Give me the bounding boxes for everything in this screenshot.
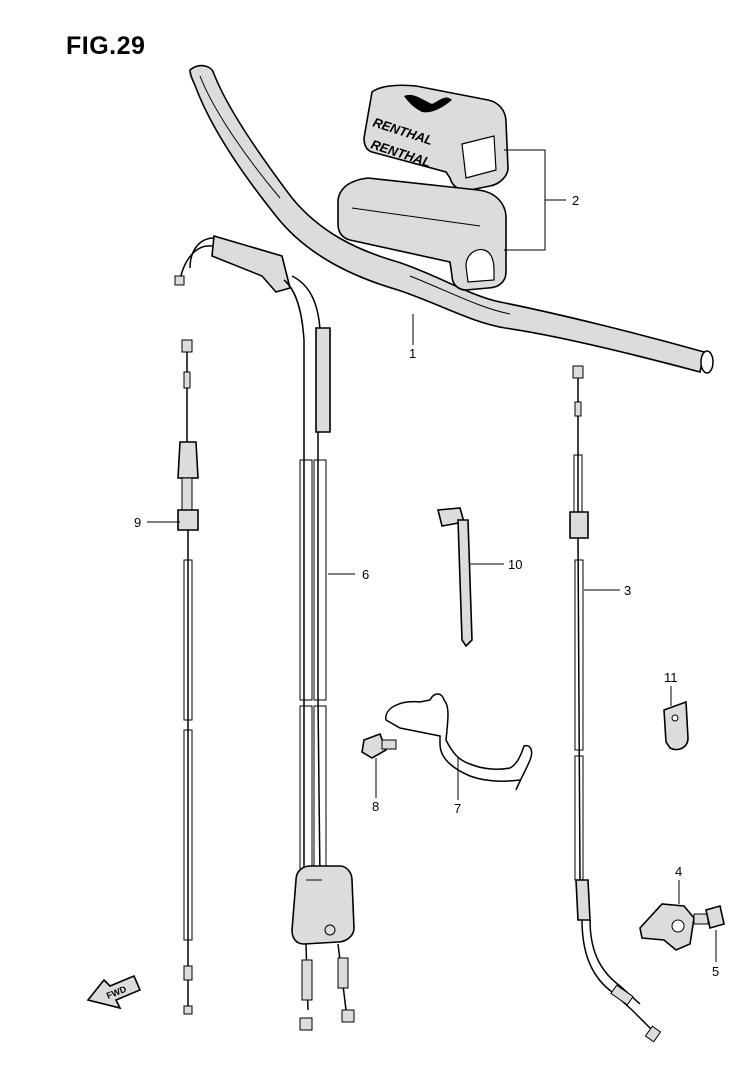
forward-arrow: FWD [86, 974, 142, 1010]
callout-11: 11 [664, 670, 678, 685]
handlebar-pad-foam[interactable] [337, 177, 507, 291]
leader-lines [147, 149, 717, 962]
figure-title: FIG.29 [66, 32, 146, 60]
callout-8: 8 [372, 799, 379, 814]
callout-9: 9 [134, 515, 141, 530]
bolt[interactable] [361, 732, 397, 759]
callout-5: 5 [712, 964, 719, 979]
callout-3: 3 [624, 583, 631, 598]
throttle-cables[interactable] [174, 234, 355, 1031]
callout-2: 2 [572, 193, 579, 208]
callout-4: 4 [675, 864, 682, 879]
callout-1: 1 [409, 346, 416, 361]
cable-clamp[interactable] [663, 700, 689, 751]
callout-10: 10 [508, 557, 522, 572]
wire-bracket[interactable] [385, 693, 533, 791]
handlebar-pad-top[interactable]: RENTHAL RENTHAL [363, 84, 509, 192]
callout-6: 6 [362, 567, 369, 582]
cable-tie[interactable] [436, 507, 473, 648]
screw[interactable] [693, 904, 725, 930]
clutch-cable[interactable] [569, 365, 662, 1043]
handlebar[interactable] [189, 64, 714, 374]
hot-start-cable[interactable] [177, 339, 199, 1015]
cable-guide[interactable] [639, 903, 695, 951]
callout-7: 7 [454, 801, 461, 816]
